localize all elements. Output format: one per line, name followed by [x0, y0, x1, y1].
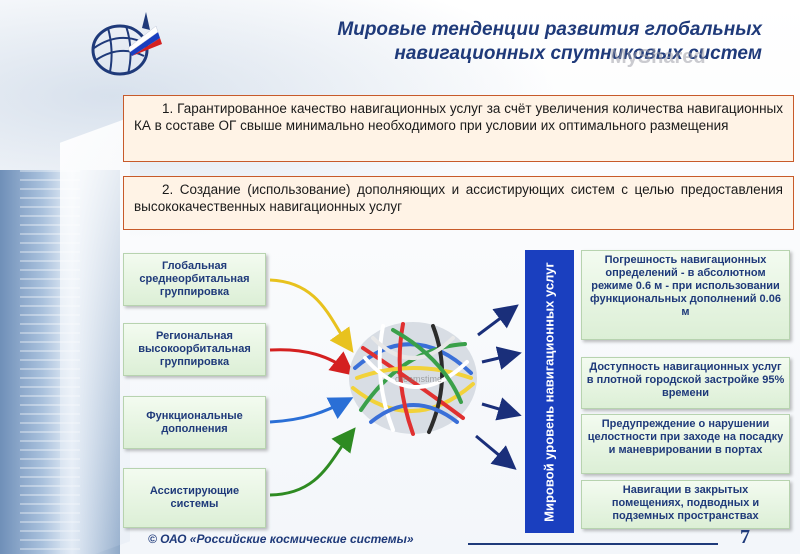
world-service-level-bar [525, 250, 574, 533]
result-availability: Доступность навигационных услуг в плотно… [581, 357, 790, 409]
page-title: Мировые тенденции развития глобальных на… [242, 18, 762, 66]
footer-rule [468, 543, 718, 545]
arrow-yellow [269, 278, 354, 353]
arrow-out-4 [475, 434, 517, 470]
arrow-out-3 [481, 397, 522, 421]
source-functional-augmentation: Функциональные дополнения [123, 396, 266, 449]
skyscraper-image [0, 170, 120, 554]
arrow-blue [269, 397, 354, 424]
point-1-box: 1. Гарантированное качество навигационны… [123, 95, 794, 162]
point-2-text: 2. Создание (использование) дополняющих … [134, 182, 783, 214]
source-global-constellation: Глобальная среднеорбитальная группировка [123, 253, 266, 306]
result-integrity-warning: Предупреждение о нарушении целостности п… [581, 414, 790, 474]
cable-ball-image: dreamstime [349, 322, 477, 436]
point-1-text: 1. Гарантированное качество навигационны… [134, 101, 783, 133]
source-regional-constellation: Региональная высокоорбитальная группиров… [123, 323, 266, 376]
arrow-green [269, 427, 356, 497]
result-accuracy: Погрешность навигационных определений - … [581, 250, 790, 340]
arrow-out-1 [477, 304, 519, 337]
page-number: 7 [740, 526, 750, 548]
ball-watermark: dreamstime [395, 374, 442, 384]
result-label: Предупреждение о нарушении целостности п… [587, 418, 784, 456]
rks-logo-icon [91, 12, 162, 76]
world-service-level-label: Мировой уровень навигационных услуг [541, 262, 557, 522]
source-label: Ассистирующие системы [149, 485, 240, 510]
result-label: Навигации в закрытых помещениях, подводн… [611, 484, 760, 522]
result-label: Доступность навигационных услуг в плотно… [586, 361, 785, 399]
source-label: Функциональные дополнения [146, 409, 243, 435]
source-assisting-systems: Ассистирующие системы [123, 468, 266, 528]
title-line-1: Мировые тенденции развития глобальных [337, 19, 762, 40]
source-label: Региональная высокоорбитальная группиров… [138, 330, 251, 368]
arrow-red [269, 348, 355, 376]
point-2-box: 2. Создание (использование) дополняющих … [123, 176, 794, 230]
title-line-2: навигационных спутниковых систем [394, 43, 762, 64]
footer-organization: © ОАО «Российские космические системы» [148, 532, 414, 546]
arrow-out-2 [481, 346, 522, 370]
result-indoor-navigation: Навигации в закрытых помещениях, подводн… [581, 480, 790, 529]
source-label: Глобальная среднеорбитальная группировка [139, 260, 250, 298]
watermark: MyShared [610, 46, 706, 68]
result-label: Погрешность навигационных определений - … [590, 254, 781, 318]
